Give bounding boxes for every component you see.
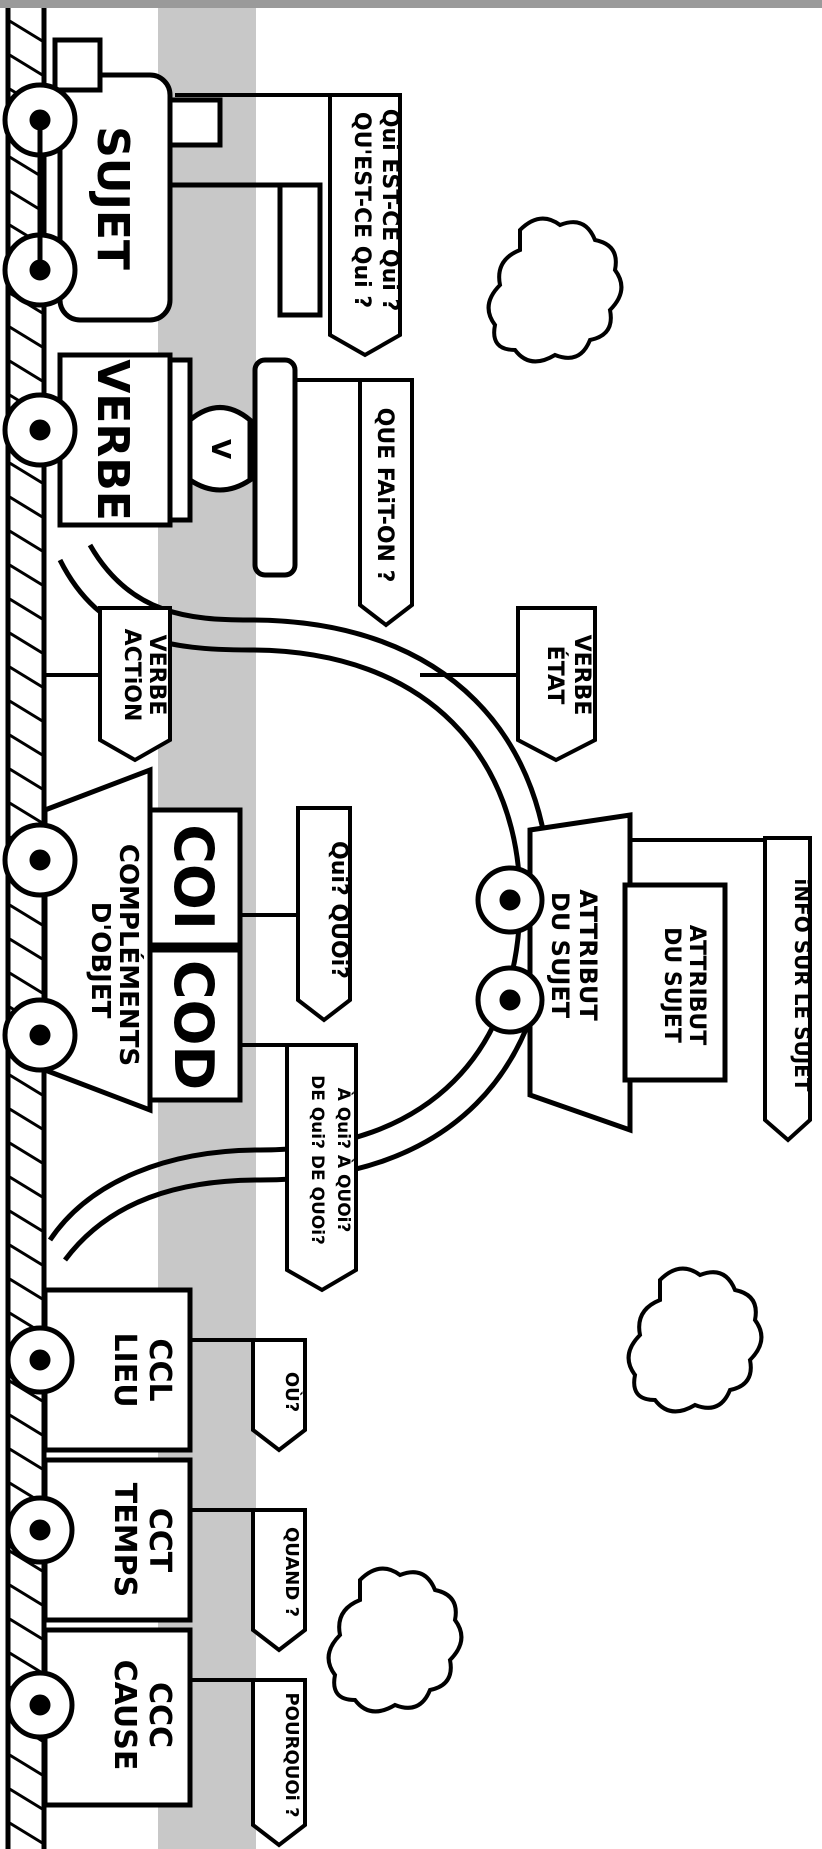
track-tie [8,1584,44,1606]
track-tie [8,938,44,960]
cloud-icon [329,1569,462,1712]
track-tie [8,972,44,994]
sujet-label: SUJET [87,126,138,270]
cod-label: COD [162,960,225,1090]
sign-qui-text-1: Qui EST-CE Qui ? [377,109,402,312]
sign-verbe-etat-text-2: ÉTAT [542,646,568,705]
top-bar [0,0,822,8]
track-tie [8,768,44,790]
track-tie [8,1074,44,1096]
track-tie [8,904,44,926]
track-tie [8,1210,44,1232]
track-tie [8,360,44,382]
track-tie [8,1788,44,1810]
track-tie [8,1176,44,1198]
complements-label: COMPLÉMENTS [113,844,145,1066]
cloud-icon [489,219,622,362]
track-tie [8,1244,44,1266]
sign-verbe-action-text-1: VERBE [144,635,169,716]
track-tie [8,564,44,586]
sign-verbe-etat-text-1: VERBE [569,635,594,716]
sign-pourquoi-text: POURQUOi ? [281,1692,302,1817]
sign-a-qui-text-1: À Qui? À QUOi? [333,1088,355,1233]
ccl-sub-label: LIEU [107,1332,142,1407]
sign-verbe-action-text-2: ACTiON [119,629,144,722]
track-tie [8,598,44,620]
track-tie [8,1822,44,1844]
ccl-label: CCL [142,1338,177,1401]
sign-qui-text-2: QU'EST-CE Qui ? [349,112,374,308]
attribut-car-label-1: ATTRIBUT [574,889,602,1021]
track-tie [8,666,44,688]
track-tie [8,20,44,42]
sign-quand-text: QUAND ? [281,1527,302,1617]
ccc-sub-label: CAUSE [107,1660,142,1771]
coi-label: COI [162,824,225,930]
track-tie [8,1618,44,1640]
track-tie [8,1414,44,1436]
complements-label-2: D'OBJET [85,902,115,1019]
sign-info-sujet-text: iNFO SUR LE SUJET [790,879,814,1092]
track-tie [8,700,44,722]
track-tie [8,326,44,348]
sign-ou-text: OÙ? [281,1372,303,1412]
cloud-icon [629,1269,762,1412]
verbe-label: VERBE [87,359,138,521]
locomotive-sujet [5,40,320,320]
attribut-box-label-1: ATTRIBUT [684,925,709,1046]
track-tie [8,1108,44,1130]
track-tie [8,496,44,518]
track-tie [8,1142,44,1164]
track-tie [8,1448,44,1470]
attribut-box-label-2: DU SUJET [659,927,684,1043]
sign-a-qui-text-2: DE Qui? DE QUOi? [307,1075,327,1245]
verbe-badge: V [205,439,235,459]
attribut-car-label-2: DU SUJET [546,892,574,1019]
cct-sub-label: TEMPS [107,1483,142,1597]
ccc-label: CCC [142,1682,177,1748]
sign-qui-quoi-text: Qui? QUOi? [326,841,351,979]
track-tie [8,734,44,756]
track-tie [8,54,44,76]
track-tie [8,530,44,552]
cct-label: CCT [142,1508,177,1573]
track-tie [8,802,44,824]
track-tie [8,1754,44,1776]
track-tie [8,1278,44,1300]
sign-que-fait-text: QUE FAiT-ON ? [372,408,397,583]
track-tie [8,632,44,654]
